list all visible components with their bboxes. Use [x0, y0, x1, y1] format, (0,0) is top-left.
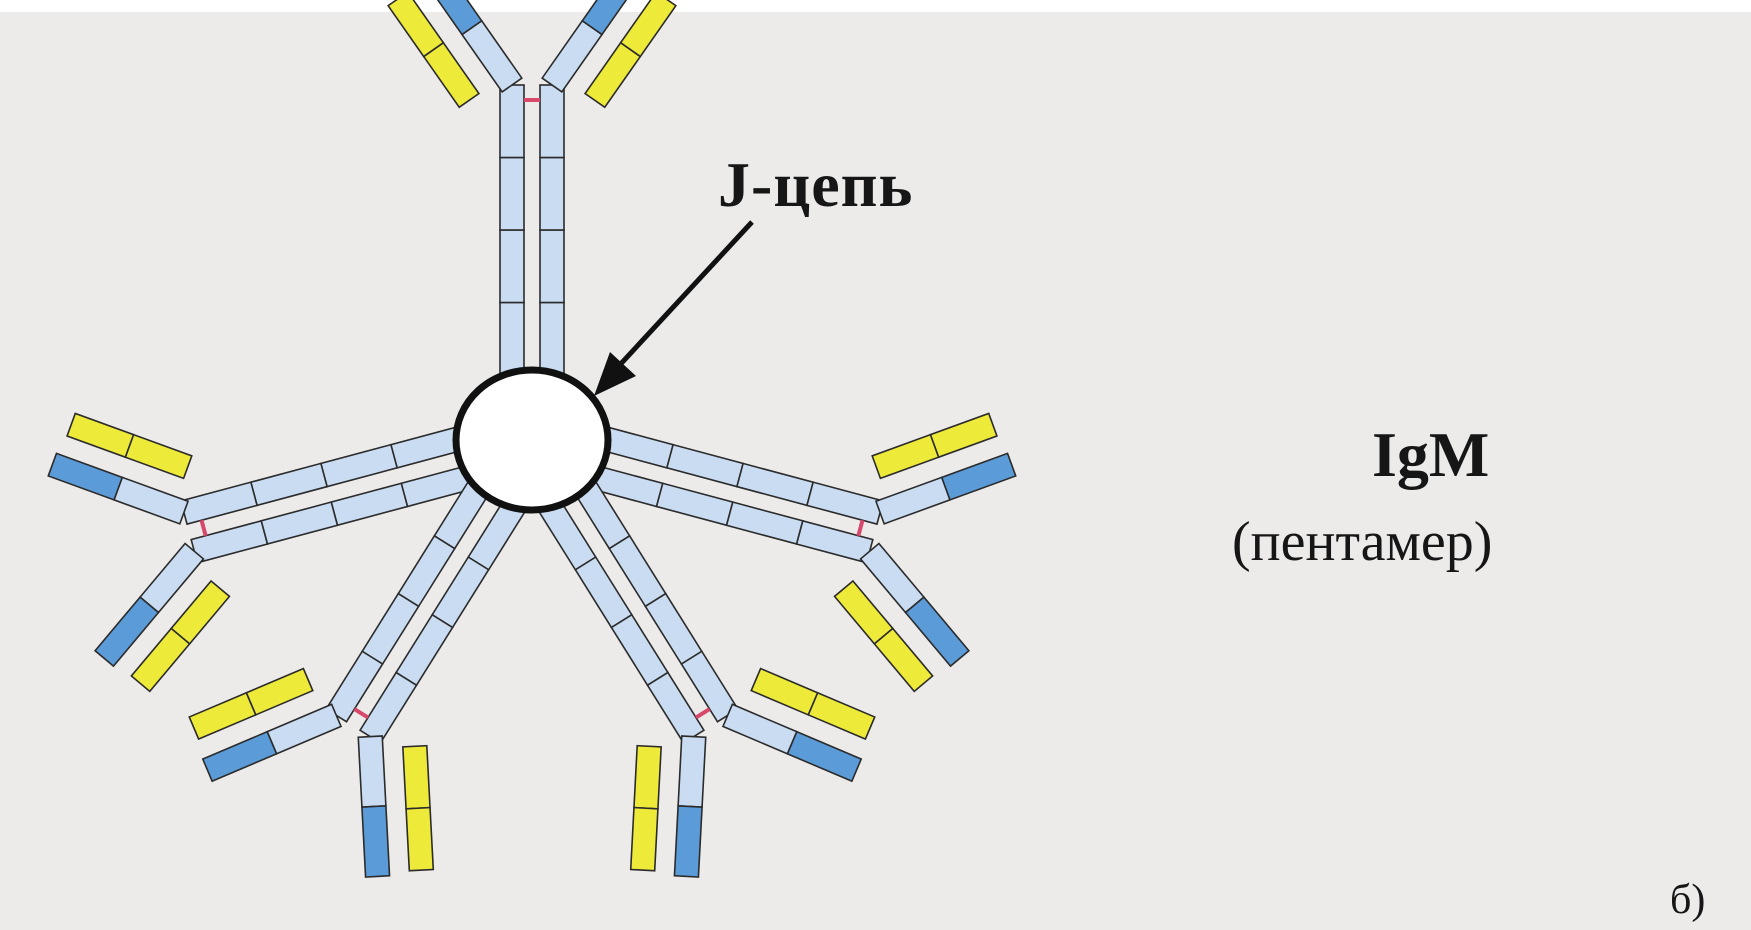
heavy-chain-variable-domain — [93, 595, 160, 668]
heavy-chain-constant-domain — [260, 501, 339, 546]
light-chain-constant-domain — [124, 433, 193, 480]
light-chain-constant-domain — [583, 41, 642, 109]
heavy-chain-ch1-domain — [721, 703, 798, 755]
heavy-chain-variable-domain — [581, 0, 644, 36]
igm-monomer — [538, 477, 876, 878]
heavy-chain-constant-domain — [499, 229, 525, 304]
igm-monomer — [387, 0, 677, 376]
igm-monomer — [188, 477, 526, 878]
j-chain-arrow-head — [594, 352, 636, 396]
light-chain-constant-domain — [401, 744, 431, 810]
igm-label: IgM — [1372, 419, 1490, 490]
heavy-chain-ch1-domain — [266, 703, 343, 755]
heavy-chain-ch1-domain — [113, 476, 190, 525]
heavy-chain-variable-domain — [904, 595, 971, 668]
light-chain-variable-domain — [188, 691, 257, 741]
heavy-chain-constant-domain — [539, 84, 565, 159]
heavy-chain-variable-domain — [940, 452, 1017, 501]
heavy-chain-constant-domain — [499, 156, 525, 231]
heavy-chain-constant-domain — [805, 481, 885, 526]
heavy-chain-constant-domain — [725, 501, 804, 546]
heavy-chain-constant-domain — [539, 301, 565, 376]
heavy-chain-constant-domain — [655, 482, 734, 527]
heavy-chain-variable-domain — [420, 0, 483, 36]
heavy-chain-constant-domain — [179, 481, 259, 526]
top-white-strip — [0, 0, 1751, 12]
light-chain-constant-domain — [245, 667, 314, 716]
light-chain-variable-domain — [619, 0, 677, 58]
heavy-chain-variable-domain — [47, 452, 124, 501]
heavy-chain-variable-domain — [361, 805, 391, 878]
disulfide-bond — [199, 519, 208, 537]
light-chain-variable-domain — [66, 412, 135, 459]
heavy-chain-constant-domain — [319, 443, 399, 488]
light-chain-variable-domain — [929, 412, 998, 459]
heavy-chain-constant-domain — [249, 462, 329, 507]
light-chain-constant-domain — [833, 579, 894, 646]
heavy-chain-ch1-domain — [677, 735, 707, 808]
heavy-chain-variable-domain — [673, 805, 703, 878]
heavy-chain-constant-domain — [735, 462, 815, 507]
heavy-chain-ch1-domain — [357, 735, 387, 808]
heavy-chain-constant-domain — [499, 301, 525, 376]
igm-monomer — [585, 412, 1017, 693]
light-chain-variable-domain — [807, 691, 876, 741]
light-chain-variable-domain — [405, 806, 435, 872]
light-chain-variable-domain — [873, 627, 934, 693]
heavy-chain-constant-domain — [499, 84, 525, 159]
heavy-chain-constant-domain — [539, 156, 565, 231]
disulfide-bond — [694, 707, 711, 720]
heavy-chain-variable-domain — [201, 730, 278, 783]
disulfide-bond — [353, 707, 370, 720]
light-chain-variable-domain — [387, 0, 445, 58]
heavy-chain-constant-domain — [665, 443, 745, 488]
j-chain-label: J-цепь — [718, 149, 914, 220]
light-chain-variable-domain — [629, 806, 659, 872]
heavy-chain-variable-domain — [786, 730, 863, 783]
panel-label: б) — [1670, 877, 1706, 923]
light-chain-constant-domain — [750, 667, 819, 716]
igm-monomer — [47, 412, 479, 693]
light-chain-constant-domain — [170, 579, 231, 646]
light-chain-constant-domain — [422, 41, 481, 109]
heavy-chain-constant-domain — [539, 229, 565, 304]
j-chain-circle — [452, 366, 612, 514]
light-chain-variable-domain — [130, 627, 191, 693]
j-chain-arrow-line — [602, 220, 754, 384]
heavy-chain-constant-domain — [330, 482, 409, 527]
light-chain-constant-domain — [871, 433, 940, 480]
disulfide-bond — [856, 519, 865, 537]
pentamer-label: (пентамер) — [1232, 511, 1493, 573]
heavy-chain-ch1-domain — [874, 476, 951, 525]
light-chain-constant-domain — [633, 744, 663, 810]
